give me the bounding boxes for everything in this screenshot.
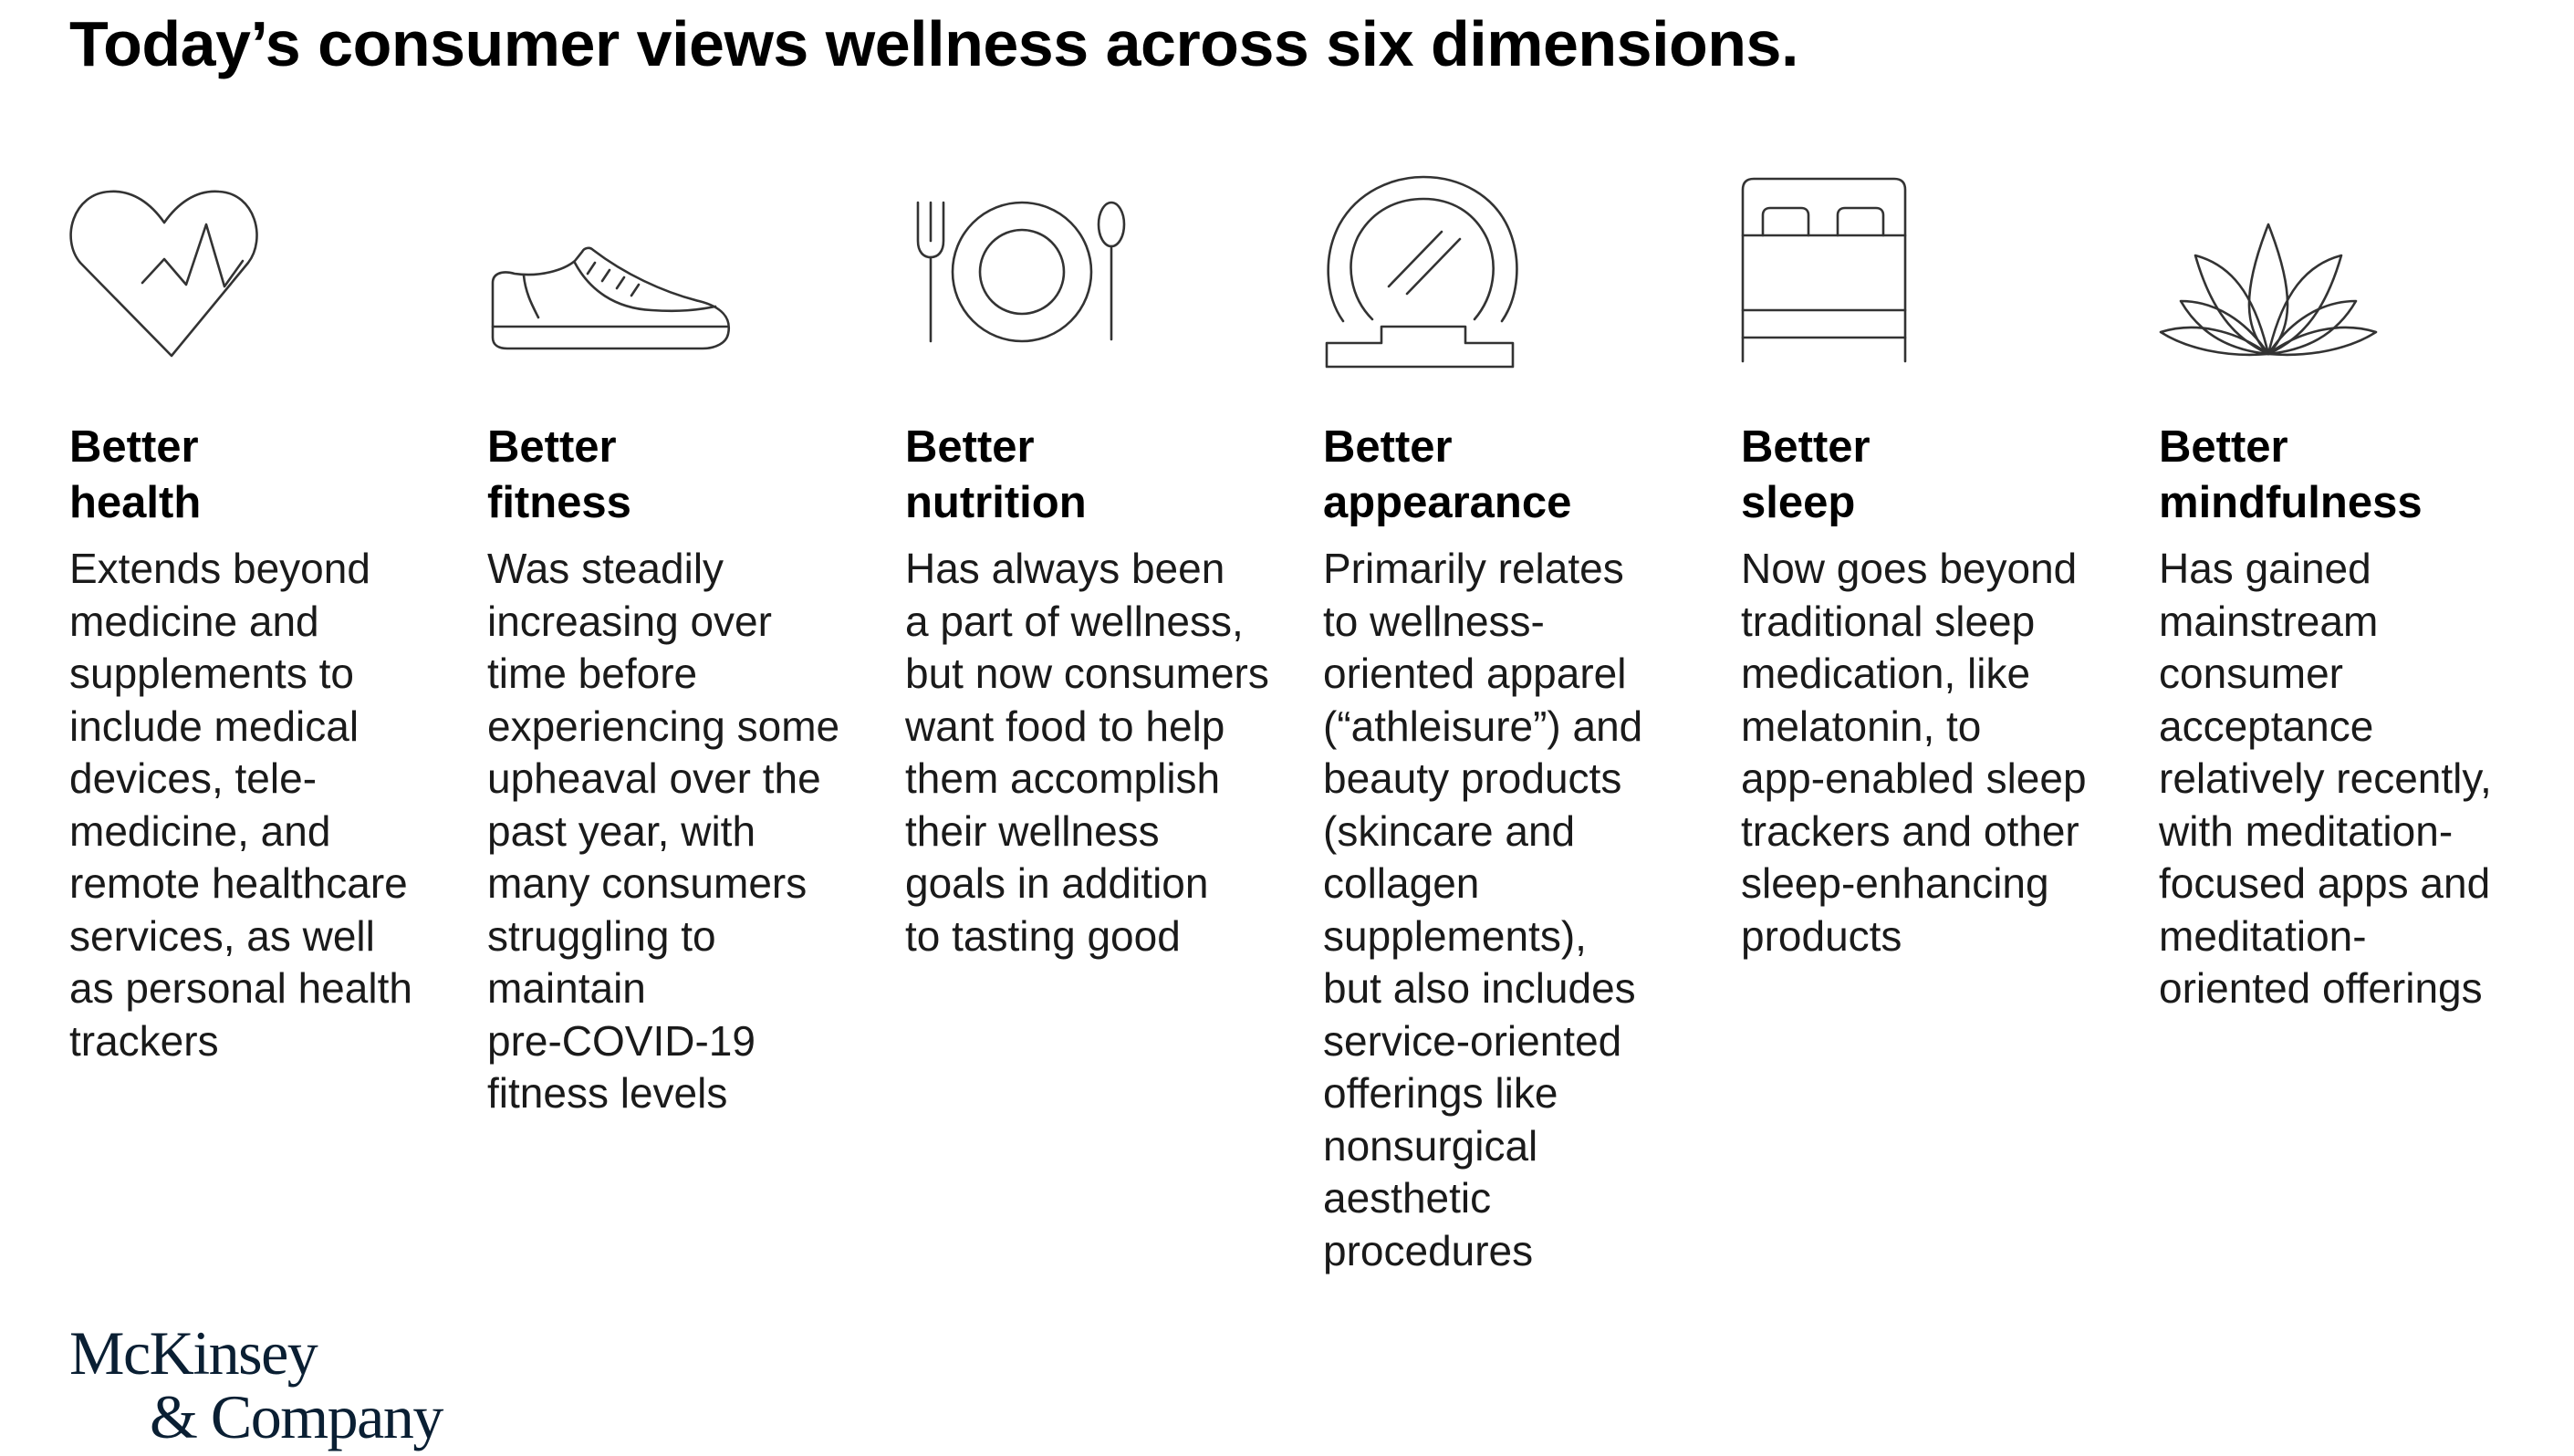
dimension-heading: Better fitness — [487, 422, 631, 527]
dimension-description: Now goes beyond traditional sleep medica… — [1741, 545, 2087, 960]
sneaker-icon — [487, 173, 743, 383]
bed-icon — [1741, 173, 1996, 383]
dimension-description: Extends beyond medicine and supplements … — [69, 545, 412, 1065]
dimension-description: Was steadily increasing over time before… — [487, 545, 840, 1117]
lotus-icon — [2159, 173, 2414, 383]
mckinsey-logo: McKinsey & Company — [69, 1321, 443, 1449]
dimension-description: Has gained mainstream consumer acceptanc… — [2159, 545, 2492, 1012]
dimension-heading: Better mindfulness — [2159, 422, 2423, 527]
dimension-heading: Better nutrition — [905, 422, 1087, 527]
heart-pulse-icon — [69, 173, 325, 383]
mirror-icon — [1323, 173, 1579, 383]
plate-cutlery-icon — [905, 173, 1161, 383]
dimension-description: Has always been a part of wellness, but … — [905, 545, 1269, 960]
dimension-heading: Better appearance — [1323, 422, 1572, 527]
dimension-heading: Better sleep — [1741, 422, 1871, 527]
logo-line-1: McKinsey — [69, 1318, 318, 1388]
dimension-heading: Better health — [69, 422, 202, 527]
page-title: Today’s consumer views wellness across s… — [69, 8, 1798, 79]
dimension-description: Primarily relates to wellness- oriented … — [1323, 545, 1643, 1274]
logo-line-2: & Company — [150, 1382, 443, 1451]
